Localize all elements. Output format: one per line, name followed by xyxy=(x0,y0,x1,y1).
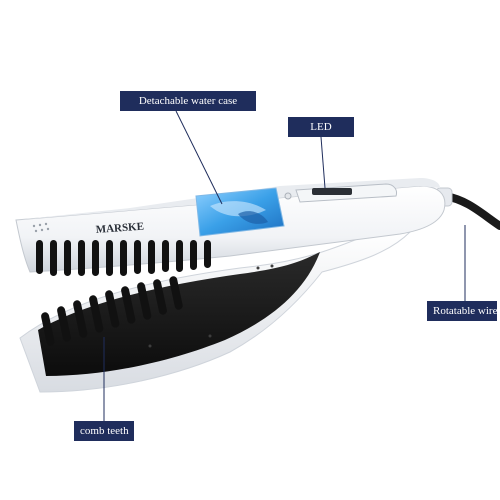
upper-comb-teeth xyxy=(36,240,211,276)
brand-logo: MARSKE xyxy=(95,221,144,236)
lower-plate xyxy=(38,252,320,376)
ion-holes xyxy=(148,264,274,348)
callout-comb-teeth: comb teeth xyxy=(74,421,134,441)
power-cable xyxy=(441,192,500,230)
callout-water-case: Detachable water case xyxy=(120,91,256,111)
vent-holes xyxy=(32,222,50,233)
water-case xyxy=(195,187,285,237)
lower-comb-teeth xyxy=(41,276,183,346)
led-window xyxy=(284,183,397,203)
callout-rotatable-wire: Rotatable wire xyxy=(427,301,497,321)
callout-led: LED xyxy=(288,117,354,137)
leader-lines xyxy=(103,110,466,421)
